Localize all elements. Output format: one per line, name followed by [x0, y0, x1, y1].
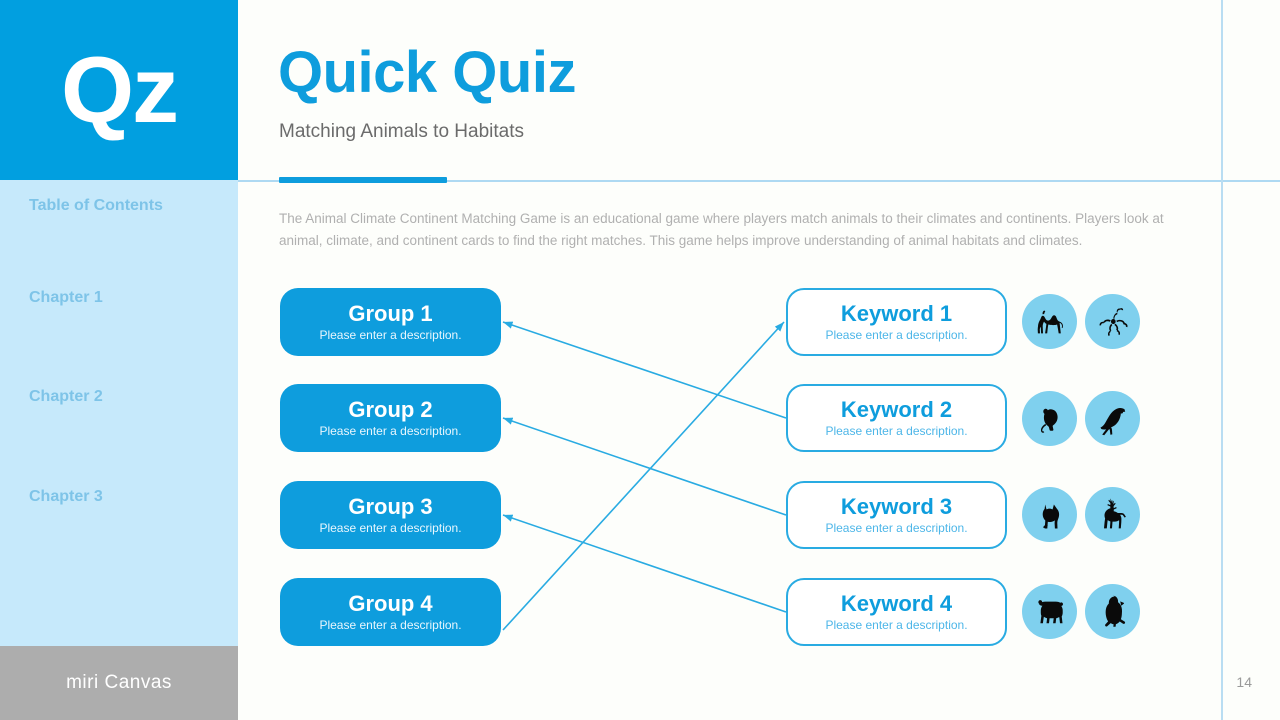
group-card-description: Please enter a description.	[319, 424, 462, 438]
bear-icon	[1022, 584, 1077, 639]
keyword-card-3[interactable]: Keyword 3 Please enter a description.	[786, 481, 1007, 549]
keyword-card-title: Keyword 1	[840, 300, 953, 326]
connection-group4-keyword1	[502, 321, 785, 631]
keyword-card-title: Keyword 3	[840, 493, 953, 519]
group-card-title: Group 3	[348, 493, 433, 519]
keyword-card-description: Please enter a description.	[825, 328, 968, 342]
group-card-title: Group 4	[348, 590, 433, 616]
group-card-description: Please enter a description.	[319, 328, 462, 342]
right-margin-guide-line	[1221, 0, 1223, 720]
logo-text: Qz	[60, 37, 179, 142]
page-number: 14	[1236, 674, 1252, 690]
icon-pair-keyword-4	[1022, 584, 1140, 639]
brand-bar: miri Canvas	[0, 646, 238, 720]
sidebar-item-chapter-2[interactable]: Chapter 2	[29, 388, 103, 406]
penguin-icon	[1085, 584, 1140, 639]
keyword-card-4[interactable]: Keyword 4 Please enter a description.	[786, 578, 1007, 646]
connection-group3-keyword4	[502, 514, 787, 613]
keyword-card-description: Please enter a description.	[825, 424, 968, 438]
group-card-description: Please enter a description.	[319, 618, 462, 632]
keyword-card-description: Please enter a description.	[825, 521, 968, 535]
logo-block: Qz	[0, 0, 238, 180]
deer-icon	[1085, 487, 1140, 542]
keyword-card-description: Please enter a description.	[825, 618, 968, 632]
keyword-card-title: Keyword 2	[840, 396, 953, 422]
group-card-1[interactable]: Group 1 Please enter a description.	[280, 288, 501, 356]
header-guide-line	[238, 180, 1280, 182]
parrot-icon	[1085, 391, 1140, 446]
group-card-title: Group 1	[348, 300, 433, 326]
icon-pair-keyword-1	[1022, 294, 1140, 349]
connection-group2-keyword3	[502, 417, 787, 516]
icon-pair-keyword-3	[1022, 487, 1140, 542]
description-text: The Animal Climate Continent Matching Ga…	[279, 211, 1164, 248]
title-accent-bar	[279, 177, 447, 183]
monkey-icon	[1022, 391, 1077, 446]
keyword-card-title: Keyword 4	[840, 590, 953, 616]
sidebar-item-chapter-1[interactable]: Chapter 1	[29, 289, 103, 307]
fox-icon	[1022, 487, 1077, 542]
connection-group1-keyword2	[502, 321, 787, 419]
group-card-description: Please enter a description.	[319, 521, 462, 535]
table-of-contents: Table of Contents Chapter 1 Chapter 2 Ch…	[29, 196, 229, 586]
icon-pair-keyword-2	[1022, 391, 1140, 446]
sidebar: Qz Table of Contents Chapter 1 Chapter 2…	[0, 0, 238, 720]
group-card-2[interactable]: Group 2 Please enter a description.	[280, 384, 501, 452]
toc-title: Table of Contents	[29, 197, 163, 214]
group-card-4[interactable]: Group 4 Please enter a description.	[280, 578, 501, 646]
group-card-3[interactable]: Group 3 Please enter a description.	[280, 481, 501, 549]
group-card-title: Group 2	[348, 396, 433, 422]
camel-icon	[1022, 294, 1077, 349]
keyword-card-1[interactable]: Keyword 1 Please enter a description.	[786, 288, 1007, 356]
page-title: Quick Quiz	[278, 40, 576, 105]
sidebar-item-chapter-3[interactable]: Chapter 3	[29, 487, 103, 505]
page-subtitle: Matching Animals to Habitats	[279, 121, 525, 142]
keyword-card-2[interactable]: Keyword 2 Please enter a description.	[786, 384, 1007, 452]
scorpion-icon	[1085, 294, 1140, 349]
brand-logo-text: miri Canvas	[66, 672, 172, 693]
